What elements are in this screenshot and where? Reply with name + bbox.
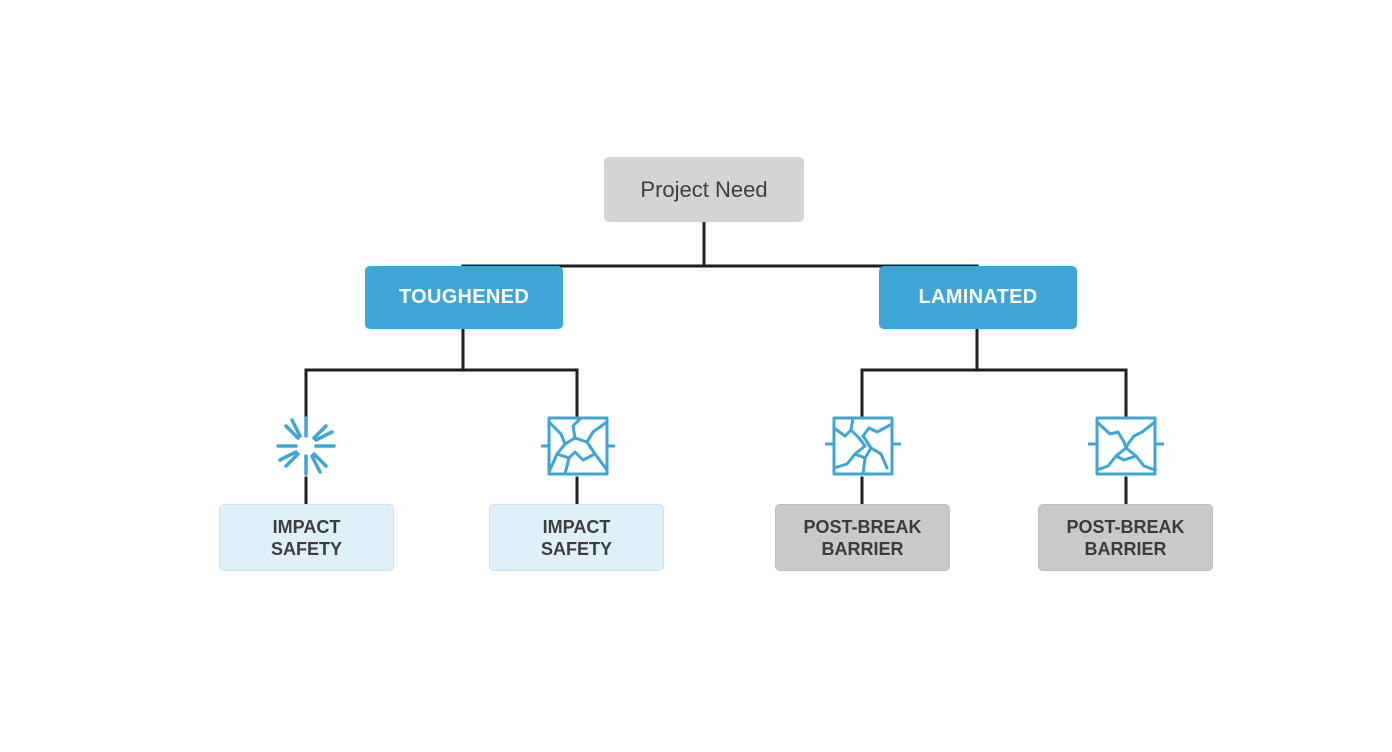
root-node-project-need: Project Need: [604, 157, 804, 222]
type-node-toughened: TOUGHENED: [365, 266, 563, 329]
outcome-label: IMPACT SAFETY: [270, 516, 342, 559]
cracked-pane-icon: [825, 416, 901, 476]
outcome-label: POST-BREAK BARRIER: [1066, 516, 1185, 559]
outcome-impact-safety-2: IMPACT SAFETY: [489, 504, 664, 571]
outcome-impact-safety-1: IMPACT SAFETY: [219, 504, 394, 571]
outcome-post-break-barrier-2: POST-BREAK BARRIER: [1038, 504, 1213, 571]
type-node-label: TOUGHENED: [398, 286, 530, 308]
type-node-label: LAMINATED: [918, 286, 1038, 308]
outcome-post-break-barrier-1: POST-BREAK BARRIER: [775, 504, 950, 571]
outcome-label: IMPACT SAFETY: [540, 516, 612, 559]
root-node-label: Project Need: [640, 176, 768, 202]
type-node-laminated: LAMINATED: [879, 266, 1077, 329]
cracked-pane-icon: [1088, 416, 1164, 476]
starburst-break-icon: [276, 416, 336, 476]
shattered-square-icon: [541, 416, 615, 476]
outcome-label: POST-BREAK BARRIER: [803, 516, 922, 559]
